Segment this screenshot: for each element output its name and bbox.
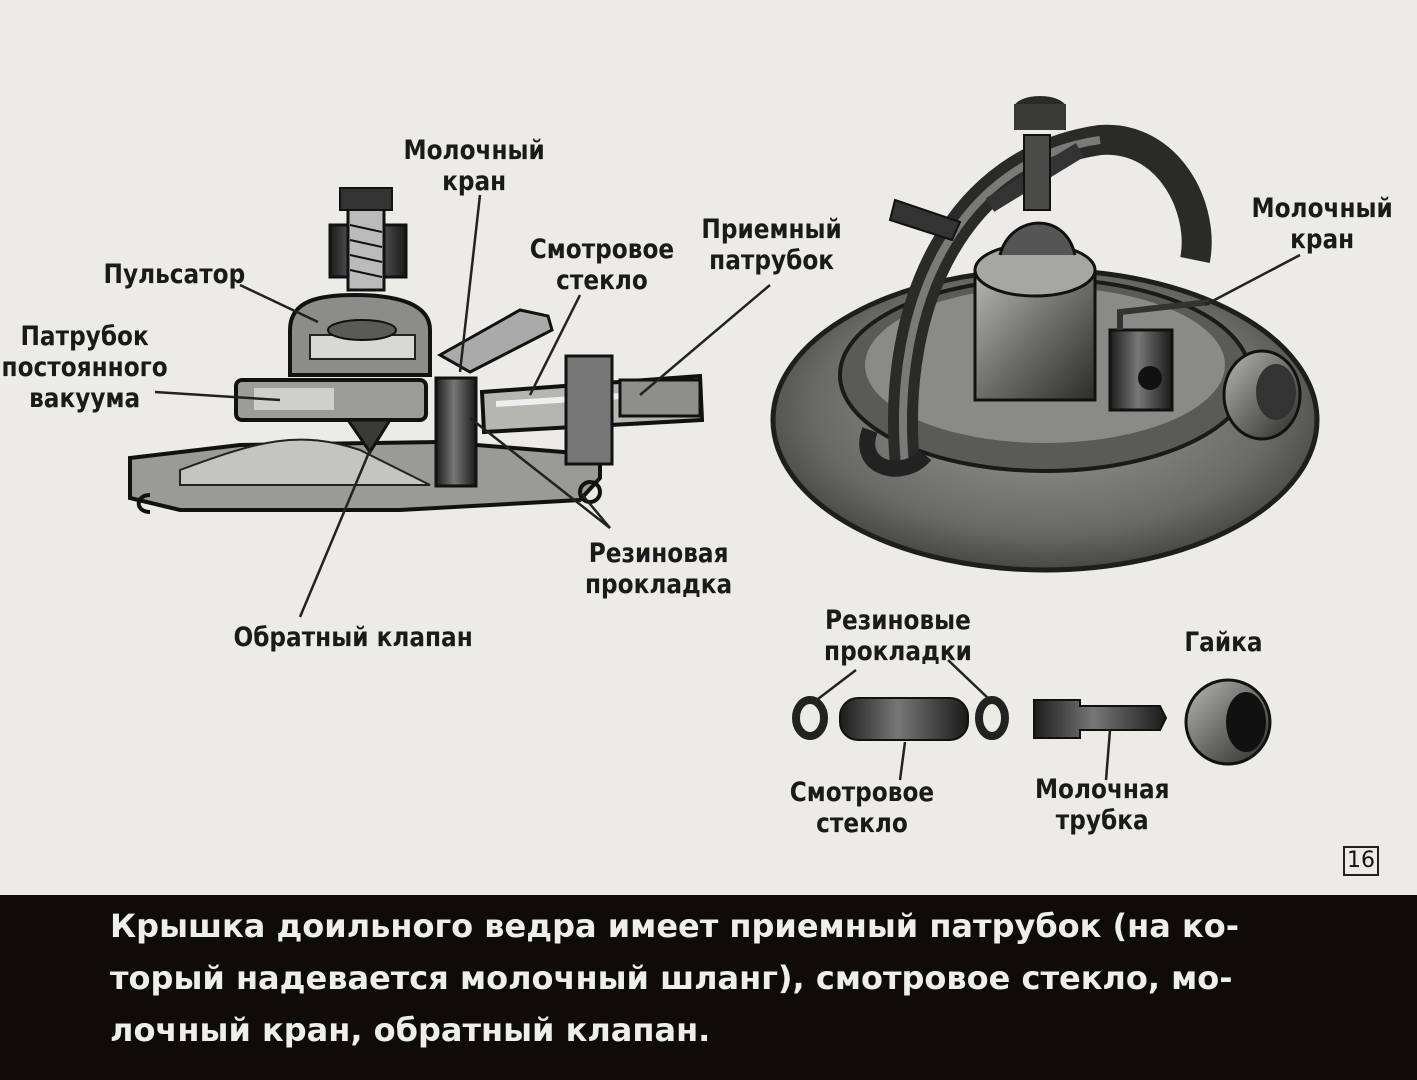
caption-text: Крышка доильного ведра имеет приемный па… — [110, 907, 1239, 1049]
label-section-sight-glass: Смотровое стекло — [529, 234, 675, 296]
lid-perspective — [770, 96, 1320, 573]
label-milk-tube: Молочная трубка — [1034, 774, 1170, 836]
label-intake-nozzle: Приемный патрубок — [701, 214, 842, 276]
label-nut: Гайка — [1184, 627, 1263, 658]
label-pulsator: Пульсатор — [103, 259, 246, 290]
caption-bar — [0, 895, 1417, 1080]
label-lid-milk-tap: Молочный кран — [1251, 193, 1393, 255]
leader-lines — [154, 194, 1301, 781]
label-constant-vacuum-nozzle: Патрубок постоянного вакуума — [1, 321, 168, 414]
label-parts-sight-glass: Смотровое стекло — [789, 777, 935, 839]
label-check-valve: Обратный клапан — [233, 622, 473, 653]
label-rubber-gasket: Резиновая прокладка — [584, 538, 733, 600]
label-section-milk-tap: Молочный кран — [403, 135, 545, 197]
exploded-parts — [792, 678, 1272, 766]
diagram-artwork — [128, 96, 1320, 781]
slide-number: 16 — [1343, 846, 1379, 876]
label-rubber-gaskets: Резиновые прокладки — [824, 605, 972, 667]
